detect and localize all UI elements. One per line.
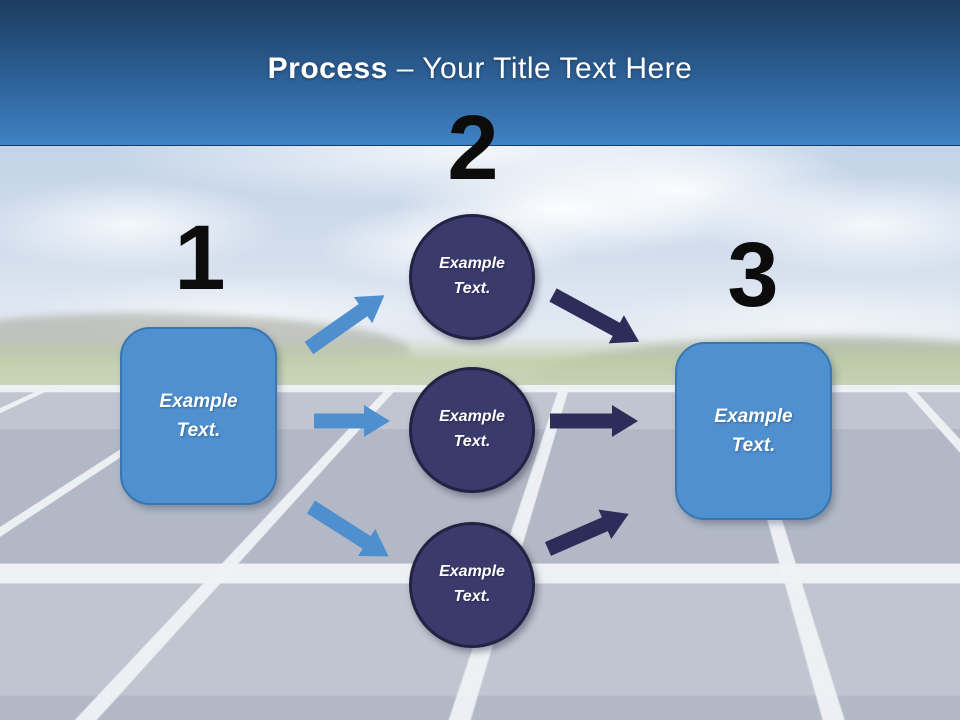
step2-circle-1-label: Example Text. <box>439 255 505 297</box>
step2-circle-3: Example Text. <box>409 522 535 648</box>
step1-box: Example Text. <box>120 327 277 505</box>
step2-circle-3-label: Example Text. <box>439 563 505 605</box>
step2-circle-2-label: Example Text. <box>439 408 505 450</box>
slide-title-keyword: Process <box>267 52 388 85</box>
slide-title: Process – Your Title Text Here <box>0 52 960 86</box>
step-number-2: 2 <box>447 97 499 199</box>
step-number-3: 3 <box>727 224 779 326</box>
title-bar: Process – Your Title Text Here <box>0 0 960 146</box>
step3-box: Example Text. <box>675 342 832 520</box>
step2-circle-1: Example Text. <box>409 214 535 340</box>
step2-circle-2: Example Text. <box>409 367 535 493</box>
step-number-1: 1 <box>174 207 226 309</box>
step1-label: Example Text. <box>159 390 238 441</box>
slide-title-subtitle: – Your Title Text Here <box>396 52 693 85</box>
step3-label: Example Text. <box>714 405 793 456</box>
